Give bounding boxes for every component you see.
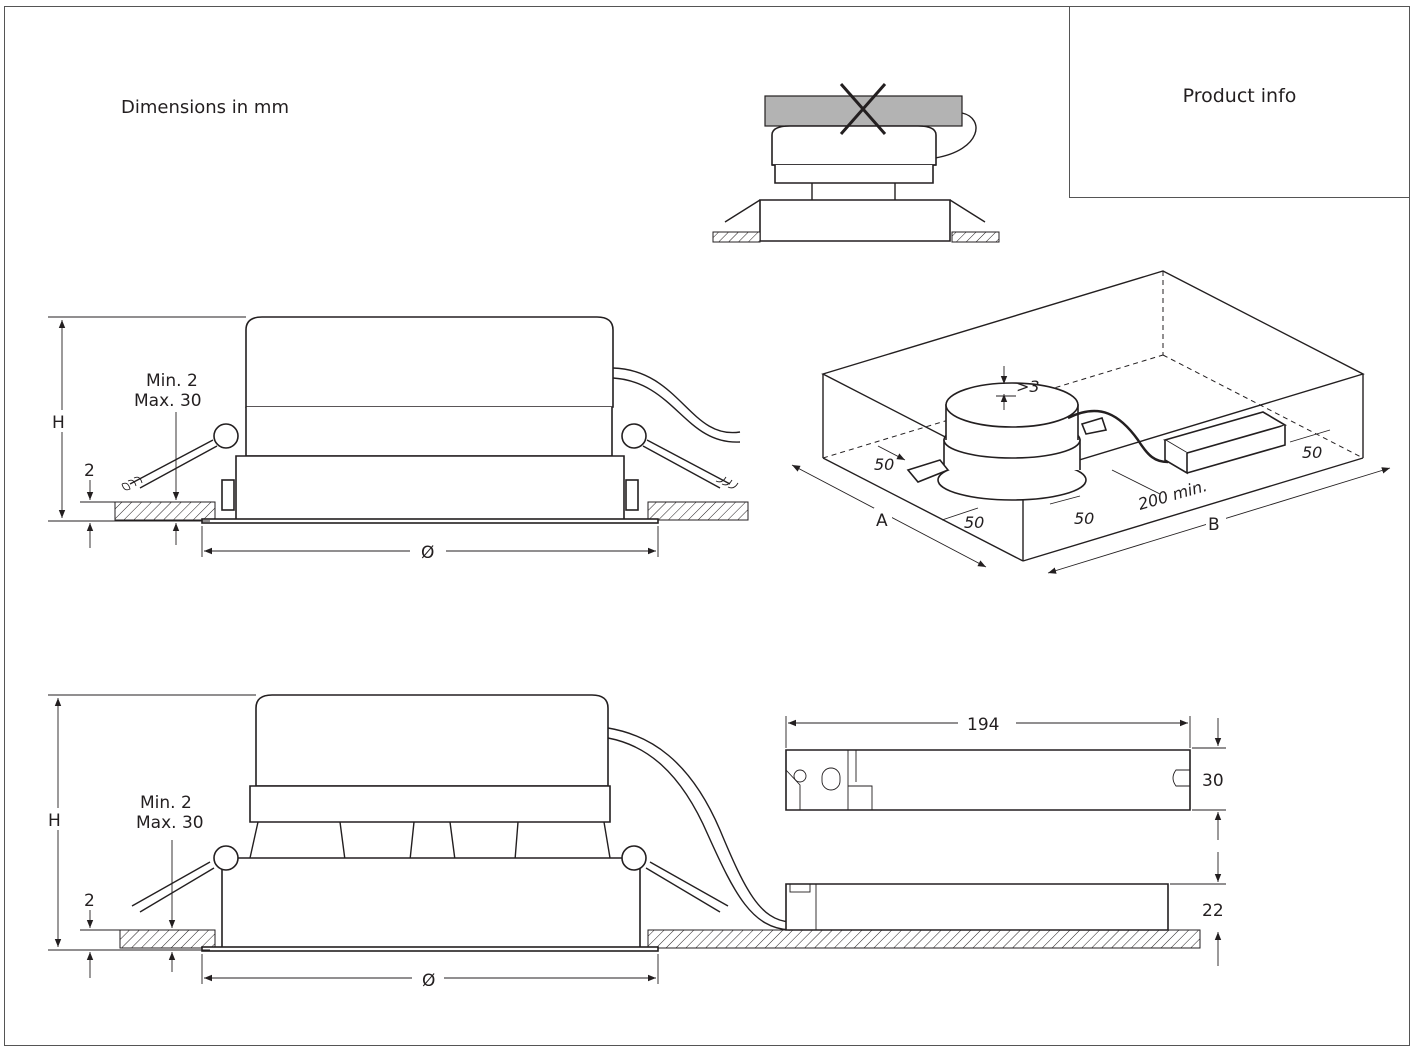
top-clearance-label: >3 bbox=[1016, 377, 1040, 396]
diameter-label-2: Ø bbox=[422, 971, 435, 991]
trim-2 bbox=[221, 857, 641, 949]
isometric-clearance-view: >3 50 50 50 50 200 min. A B bbox=[791, 270, 1391, 574]
no-cover-warning-figure bbox=[712, 83, 1000, 243]
left-clearance-label: 50 bbox=[874, 455, 894, 474]
side-view-top: H 2 Min. 2 Max. 30 Ø bbox=[48, 316, 749, 563]
ceiling-right-2 bbox=[647, 929, 1201, 949]
side-view-bottom: H 2 Min. 2 Max. 30 Ø bbox=[46, 694, 1201, 991]
flange bbox=[201, 518, 659, 524]
driver-body bbox=[785, 749, 1191, 811]
clamp-max-label-2: Max. 30 bbox=[136, 813, 204, 833]
spring-clips bbox=[724, 199, 986, 223]
ceiling-right bbox=[647, 501, 749, 521]
driver-clearance-label: 50 bbox=[1302, 443, 1322, 462]
ceiling-thickness-label-2: 2 bbox=[84, 891, 95, 911]
driver-height-label: 30 bbox=[1202, 771, 1224, 791]
ceiling-thickness-label: 2 bbox=[84, 461, 95, 481]
housing bbox=[771, 125, 937, 166]
depth-b-label: B bbox=[1208, 515, 1220, 535]
front-clearance-label: 50 bbox=[964, 513, 984, 532]
right-clearance-label: 50 bbox=[1074, 509, 1094, 528]
driver-housing-2 bbox=[255, 694, 609, 787]
clamp-min-label-2: Min. 2 bbox=[140, 793, 192, 813]
ceiling-left-2 bbox=[119, 929, 216, 949]
height-label: H bbox=[52, 413, 65, 433]
connection-cable bbox=[1067, 409, 1169, 464]
driver-housing bbox=[245, 316, 614, 408]
trim bbox=[235, 455, 625, 521]
clamp-min-label: Min. 2 bbox=[146, 371, 198, 391]
dimensions-note: Dimensions in mm bbox=[121, 97, 289, 118]
cable bbox=[934, 112, 977, 159]
downlight-top bbox=[945, 382, 1079, 428]
driver-dimension-view: 194 30 22 bbox=[785, 715, 1226, 966]
height-label-2: H bbox=[48, 811, 61, 831]
trim-body bbox=[759, 199, 951, 242]
driver-length-label: 194 bbox=[967, 715, 999, 735]
clamp-max-label: Max. 30 bbox=[134, 391, 202, 411]
cable bbox=[612, 367, 741, 434]
width-a-label: A bbox=[876, 511, 888, 531]
driver-mounted bbox=[785, 883, 1169, 931]
product-info-label: Product info bbox=[1182, 85, 1297, 107]
product-info-box: Product info bbox=[1069, 6, 1410, 198]
mounted-height-label: 22 bbox=[1202, 901, 1224, 921]
ceiling-left bbox=[114, 501, 216, 521]
diameter-label: Ø bbox=[421, 543, 434, 563]
